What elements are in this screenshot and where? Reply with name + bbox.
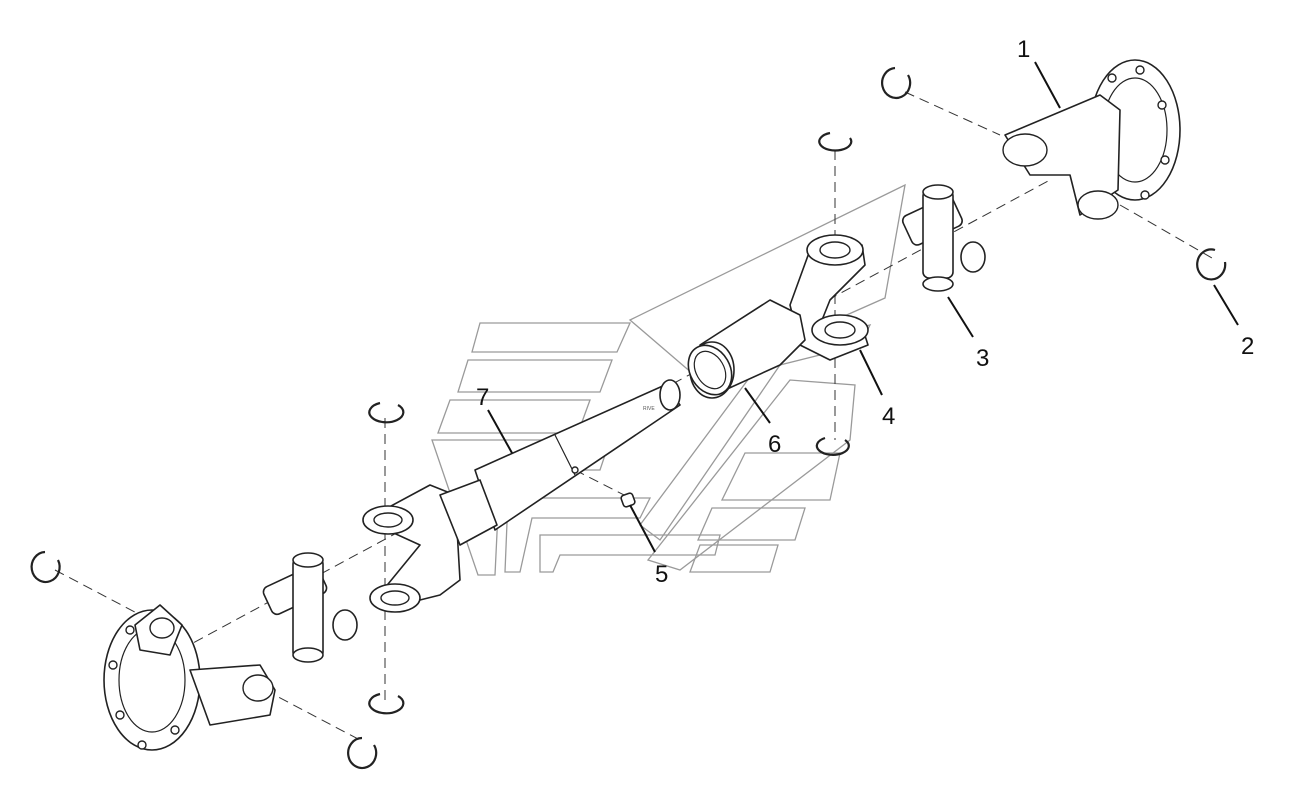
callout-1: 1 xyxy=(1017,36,1030,63)
dust-seal xyxy=(687,344,733,396)
callout-3: 3 xyxy=(976,345,989,372)
callout-7: 7 xyxy=(476,384,489,411)
callout-5: 5 xyxy=(655,561,668,588)
shaft-tube: RIVE xyxy=(474,379,681,531)
snap-rings xyxy=(30,66,1227,770)
shaft-marking: RIVE xyxy=(643,406,655,412)
tube-yoke xyxy=(362,479,498,613)
leader-lines xyxy=(487,61,1239,553)
flange-yoke-bottom xyxy=(103,604,276,751)
flange-yoke-top xyxy=(1002,59,1181,220)
callout-labels: 1 2 3 4 5 6 7 xyxy=(476,36,1254,588)
callout-4: 4 xyxy=(882,403,895,430)
callout-6: 6 xyxy=(768,431,781,458)
callout-2: 2 xyxy=(1241,333,1254,360)
universal-joint-cross-bottom xyxy=(262,552,358,663)
assembly-axes xyxy=(54,91,1213,741)
universal-joint-cross-top xyxy=(901,184,986,292)
